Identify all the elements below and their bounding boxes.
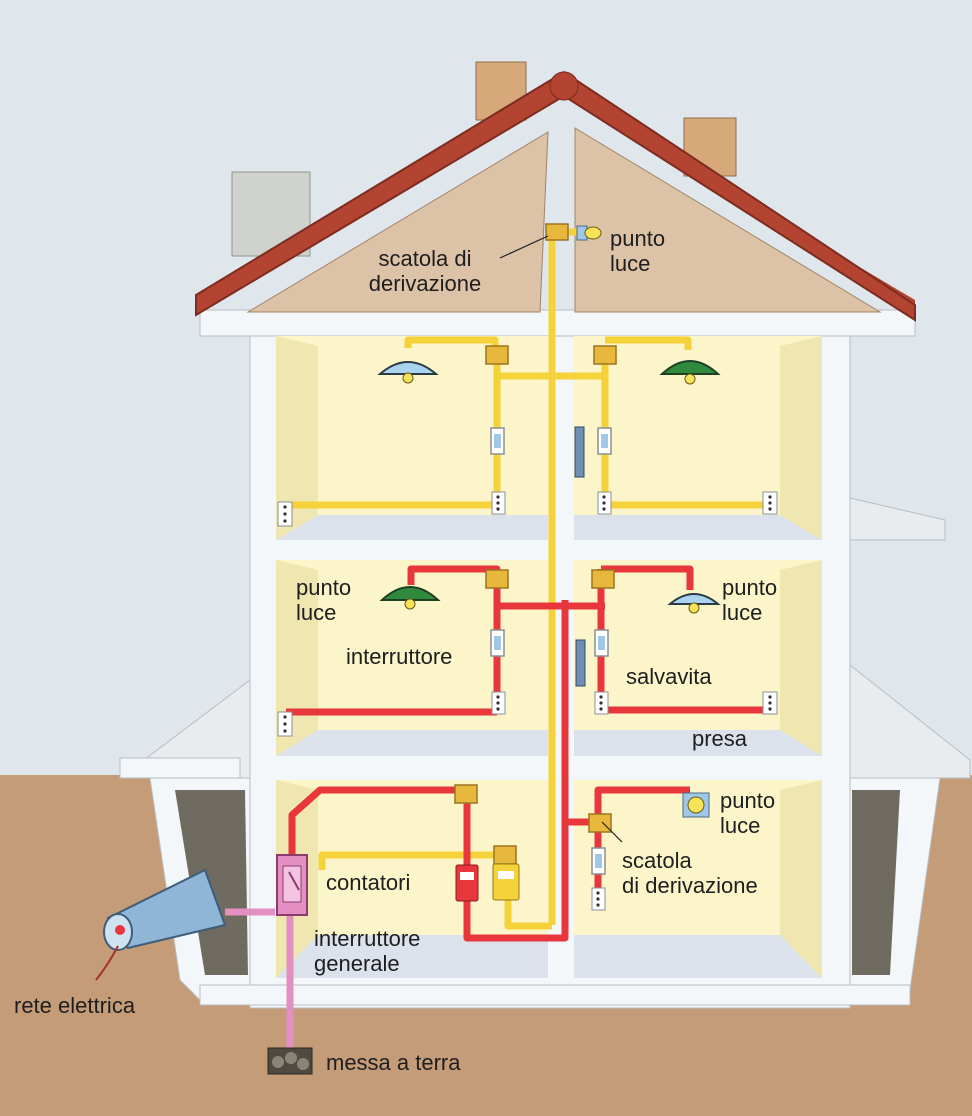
main-switch-icon	[276, 854, 308, 916]
meter-icon	[492, 863, 520, 901]
switch-icon	[594, 629, 609, 657]
circuit-breaker-icon	[574, 426, 586, 687]
socket-icon	[762, 691, 778, 715]
power-cable-icon	[95, 868, 227, 981]
mid-right-light-label: punto luce	[722, 575, 778, 625]
junction-box-icon	[485, 345, 509, 365]
junction-box-icon	[454, 784, 478, 804]
switch-icon	[490, 427, 505, 455]
sockets	[277, 491, 778, 911]
switch-icon	[591, 847, 606, 875]
wire-ground	[225, 905, 294, 1050]
junction-box-icon	[588, 813, 612, 833]
switch-icon	[490, 629, 505, 657]
basement-light-label: punto luce	[720, 788, 776, 838]
mid-left-light-label: punto luce	[296, 575, 352, 625]
socket-icon	[594, 691, 609, 715]
ceiling-lamp-icon	[659, 360, 721, 385]
switches	[490, 427, 612, 875]
meters-label: contatori	[326, 870, 411, 895]
socket-icon	[277, 711, 293, 737]
power-grid-label: rete elettrica	[14, 993, 136, 1018]
wall-light-icon	[576, 225, 602, 241]
socket-icon	[277, 501, 293, 527]
breaker-label: salvavita	[626, 664, 712, 689]
socket-icon	[491, 491, 506, 515]
lamps	[377, 225, 721, 818]
switch-icon	[597, 427, 612, 455]
wall-light-icon	[682, 792, 710, 818]
ceiling-lamp-icon	[377, 361, 439, 384]
wiring	[225, 228, 770, 1050]
socket-icon	[591, 887, 606, 911]
junction-box-icon	[593, 345, 617, 365]
ground-rod-icon	[267, 1047, 313, 1075]
junction-box-icon	[485, 569, 509, 589]
junction-box-icon	[591, 569, 615, 589]
junction-box-icon	[493, 845, 517, 865]
junction-boxes	[454, 223, 617, 865]
meter-icon	[455, 864, 479, 902]
socket-icon	[491, 691, 506, 715]
switch-label: interruttore	[346, 644, 453, 669]
ceiling-lamp-icon	[667, 593, 721, 614]
attic-junction-label: scatola di derivazione	[368, 246, 482, 296]
ground-label: messa a terra	[326, 1050, 461, 1075]
socket-label: presa	[692, 726, 748, 751]
attic-light-label: punto luce	[610, 226, 666, 276]
ceiling-lamp-icon	[379, 586, 441, 610]
main-switch-label: interruttore generale	[314, 926, 421, 976]
leader-lines	[499, 235, 623, 843]
socket-icon	[762, 491, 778, 515]
junction-box-icon	[545, 223, 569, 241]
socket-icon	[597, 491, 612, 515]
basement-junction-label: scatola di derivazione	[622, 848, 758, 898]
